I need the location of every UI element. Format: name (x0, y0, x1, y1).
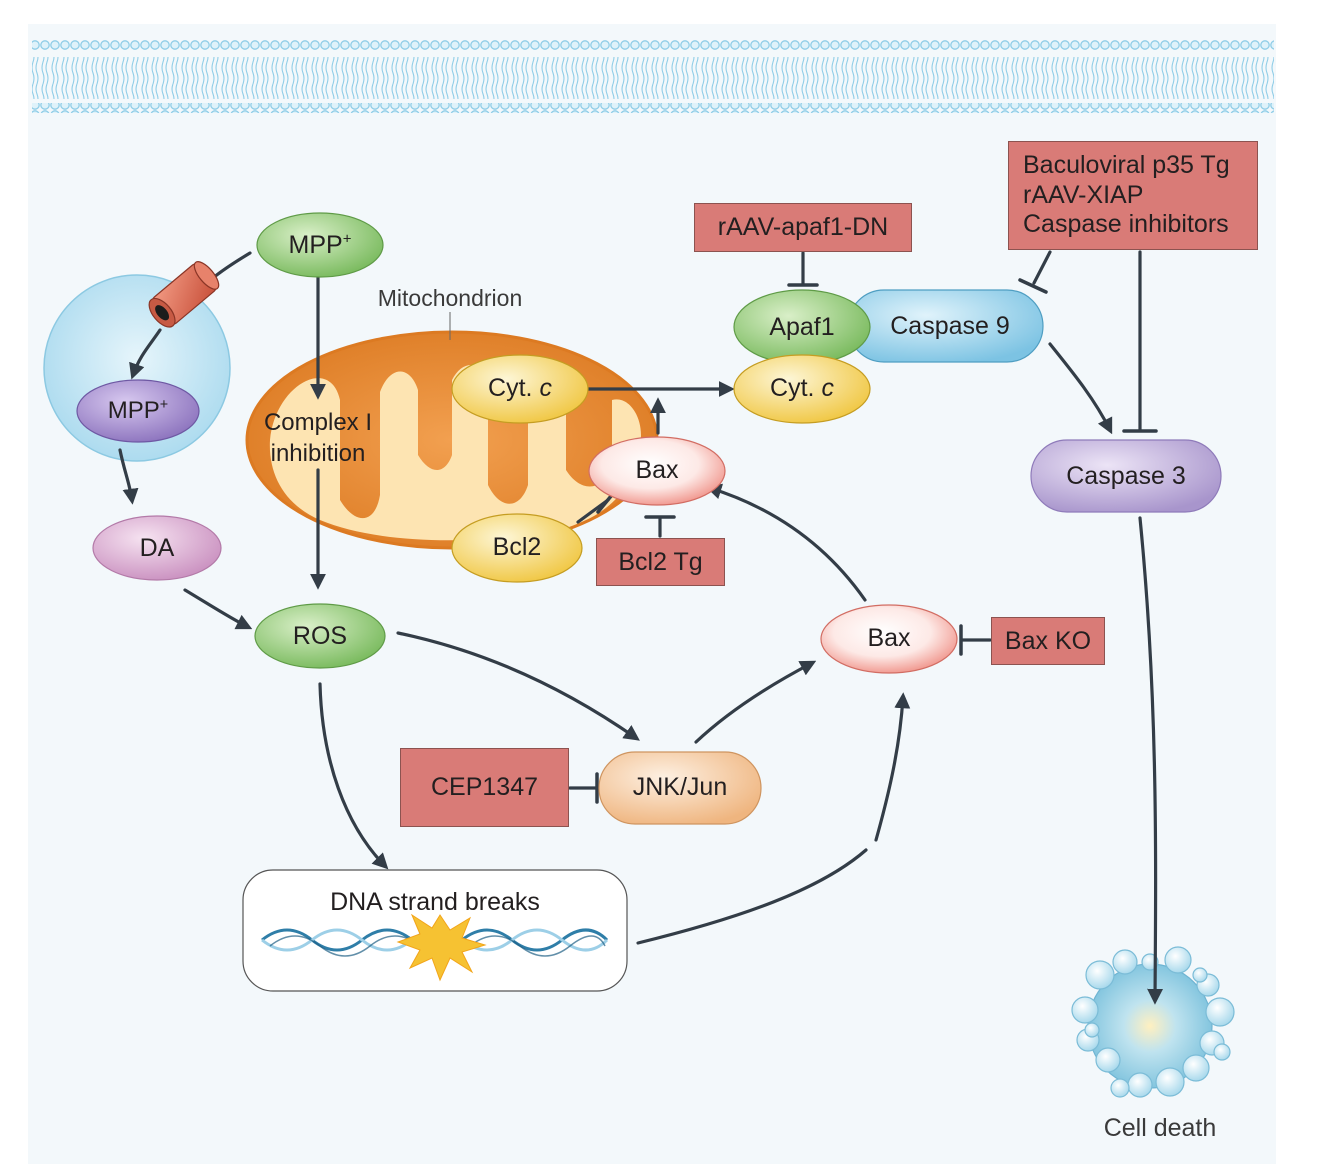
arrow-da-to-ros (183, 588, 253, 630)
arrow-ros-to-jnk (396, 631, 640, 741)
bax-mito-label: Bax (635, 456, 679, 484)
inhibition-bars (595, 278, 1158, 804)
nodes (76, 212, 1222, 825)
cytc-mito-shape (451, 354, 589, 424)
complex-i-label-line2: inhibition (270, 440, 366, 467)
mitochondrion-label: Mitochondrion (377, 285, 523, 311)
cytc-mito-label: Cyt. c (460, 376, 580, 401)
mpp-outer-charge: + (342, 230, 352, 248)
cell-death-label: Cell death (1103, 1114, 1217, 1142)
inhibitor-caspase-inhibitors: Caspase inhibitors (1023, 210, 1229, 239)
bcl2-label: Bcl2 (492, 533, 542, 561)
ros-label: ROS (292, 622, 348, 650)
apaf1-label: Apaf1 (769, 313, 835, 341)
arrow-caspase9-to-caspase3 (1048, 342, 1113, 435)
inhibitor-bax-ko: Bax KO (991, 617, 1105, 665)
mpp-outer-label: MPP+ (275, 230, 365, 259)
dopamine-transporter-icon (148, 261, 220, 328)
bax-mid-label: Bax (867, 624, 911, 652)
complex-i-label-line1: Complex I (263, 409, 373, 436)
mpp-inside-charge: + (159, 397, 169, 413)
dna-breaks-label: DNA strand breaks (330, 888, 540, 916)
mpp-inside-text: MPP (107, 397, 160, 424)
da-label: DA (139, 534, 175, 562)
arrow-jnk-to-bax (694, 660, 817, 744)
cytc-apop-shape (733, 354, 871, 424)
inhibitor-cep1347: CEP1347 (400, 748, 569, 827)
bcl2-shape (451, 513, 583, 583)
mpp-outer-shape (256, 212, 384, 278)
dna-break-burst-icon (396, 913, 487, 982)
cell-membrane (32, 40, 1274, 113)
mpp-inside-label: MPP+ (93, 397, 183, 424)
bax-mito-shape (588, 436, 726, 506)
caspase3-shape (1030, 439, 1222, 513)
arrow-ros-to-dna (318, 682, 389, 870)
arrow-bax-to-bax-mito (705, 483, 867, 602)
cytc-apop-text: Cyt. (770, 374, 822, 402)
inhibitor-baculoviral-p35: Baculoviral p35 Tg (1023, 151, 1230, 180)
bax-mid-shape (820, 604, 958, 674)
jnk-shape (598, 751, 762, 825)
inhibitor-caspase-box: Baculoviral p35 Tg rAAV-XIAP Caspase inh… (1008, 141, 1258, 250)
da-shape (92, 515, 222, 581)
caspase3-label: Caspase 3 (1066, 462, 1186, 490)
arrow-transporter-to-mpp-inside (129, 328, 162, 380)
cytc-apop-label: Cyt. c (742, 376, 862, 401)
inhibitor-bcl2-tg: Bcl2 Tg (596, 538, 725, 586)
arrow-mpp-inside-to-da (118, 448, 139, 505)
jnk-label: JNK/Jun (632, 773, 728, 801)
connections (118, 250, 1164, 1005)
cytc-apop-italic: c (821, 374, 834, 402)
cytc-mito-italic: c (539, 374, 552, 402)
caspase9-label: Caspase 9 (890, 312, 1010, 340)
arrow-dna-to-bax (636, 848, 868, 945)
mpp-outer-text: MPP (288, 231, 343, 259)
cytc-mito-text: Cyt. (488, 374, 540, 402)
inhibitor-raav-xiap: rAAV-XIAP (1023, 180, 1144, 209)
dying-cell-icon (1071, 946, 1235, 1098)
ros-shape (254, 603, 386, 669)
arrow-caspase3-to-cell-death (1138, 516, 1164, 1005)
inhibitor-apaf1-dn: rAAV-apaf1-DN (694, 203, 912, 252)
dna-panel (242, 869, 628, 992)
inhibit-caspase-inhibitors-to-caspase9 (1032, 250, 1052, 285)
mpp-inside-shape (76, 379, 200, 443)
arrow-break-to-bax (874, 692, 911, 842)
